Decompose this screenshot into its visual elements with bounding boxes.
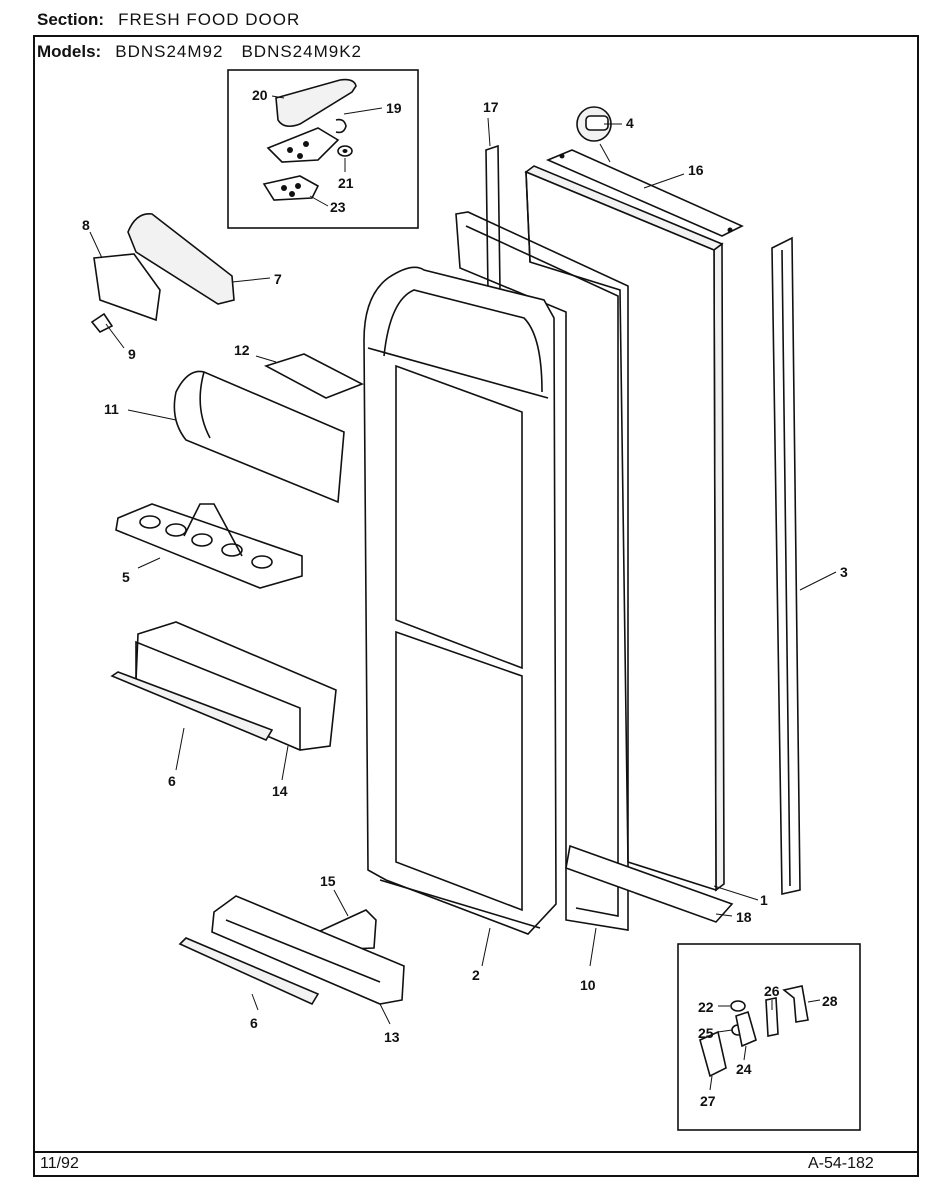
models-header: Models: BDNS24M92 BDNS24M9K2 [37, 42, 362, 62]
part-19-hinge-plate [266, 127, 340, 163]
callout-24: 24 [736, 1061, 752, 1077]
callout-14: 14 [272, 783, 288, 799]
callout-16: 16 [688, 162, 704, 178]
callout-7: 7 [274, 271, 282, 287]
part-6-trim-strip-upper [110, 671, 274, 742]
part-24-hinge-bracket [735, 1010, 757, 1048]
part-1-outer-door-panel [524, 165, 725, 892]
models-label: Models: [37, 42, 102, 61]
section-value: FRESH FOOD DOOR [118, 10, 301, 29]
callout-19: 19 [386, 100, 402, 116]
part-20-hinge-cover [275, 78, 357, 128]
part-9-clip [90, 312, 114, 334]
callout-23: 23 [330, 199, 346, 215]
part-18-bottom-cap [565, 844, 734, 923]
part-17-strip [485, 144, 501, 293]
callout-1: 1 [760, 892, 768, 908]
callout-20: 20 [252, 87, 268, 103]
model-1: BDNS24M92 [115, 42, 224, 61]
part-5-egg-tray [115, 503, 303, 589]
callout-28: 28 [822, 993, 838, 1009]
callout-10: 10 [580, 977, 596, 993]
callout-6b: 6 [250, 1015, 258, 1031]
section-label: Section: [37, 10, 105, 29]
callout-22: 22 [698, 999, 714, 1015]
part-10-door-gasket [455, 211, 629, 931]
callout-15: 15 [320, 873, 336, 889]
part-23-hinge-shim [262, 175, 320, 201]
model-2: BDNS24M9K2 [241, 42, 363, 61]
part-7-latch-arm [127, 213, 235, 305]
callout-2: 2 [472, 967, 480, 983]
part-27-lower-hinge [699, 1030, 727, 1078]
part-14-door-bin [135, 621, 337, 751]
part-12-shelf-insert [263, 353, 364, 399]
part-13-bottom-bin [211, 895, 405, 1005]
part-26-pin [765, 997, 779, 1037]
callout-9: 9 [128, 346, 136, 362]
callout-27: 27 [700, 1093, 716, 1109]
part-28-bracket [782, 985, 809, 1023]
section-header: Section: FRESH FOOD DOOR [37, 10, 300, 30]
callout-8: 8 [82, 217, 90, 233]
callout-17: 17 [483, 99, 499, 115]
leader-lines [89, 95, 837, 1091]
callout-5: 5 [122, 569, 130, 585]
callout-25: 25 [698, 1025, 714, 1041]
part-22-washer [730, 1000, 746, 1012]
callout-6a: 6 [168, 773, 176, 789]
hinge-inset-box [227, 69, 419, 229]
callout-13: 13 [384, 1029, 400, 1045]
part-11-dairy-door [173, 370, 345, 504]
part-4-bushing [576, 106, 622, 142]
footer-date: 11/92 [40, 1155, 79, 1172]
callout-12: 12 [234, 342, 250, 358]
callout-21: 21 [338, 175, 354, 191]
footer-drawing-number: A-54-182 [808, 1155, 874, 1172]
part-16-top-cap [545, 149, 744, 237]
callout-3: 3 [840, 564, 848, 580]
part-6-trim-strip-lower [178, 937, 320, 1006]
part-2-door-liner [363, 266, 557, 935]
callout-26: 26 [764, 983, 780, 999]
footer-rule [33, 1151, 919, 1153]
callout-11: 11 [104, 401, 119, 417]
bottom-hinge-inset-box [677, 943, 861, 1131]
callout-18: 18 [736, 909, 752, 925]
callout-4: 4 [626, 115, 634, 131]
diagram-frame [33, 35, 919, 1177]
part-8-bracket [93, 253, 161, 322]
